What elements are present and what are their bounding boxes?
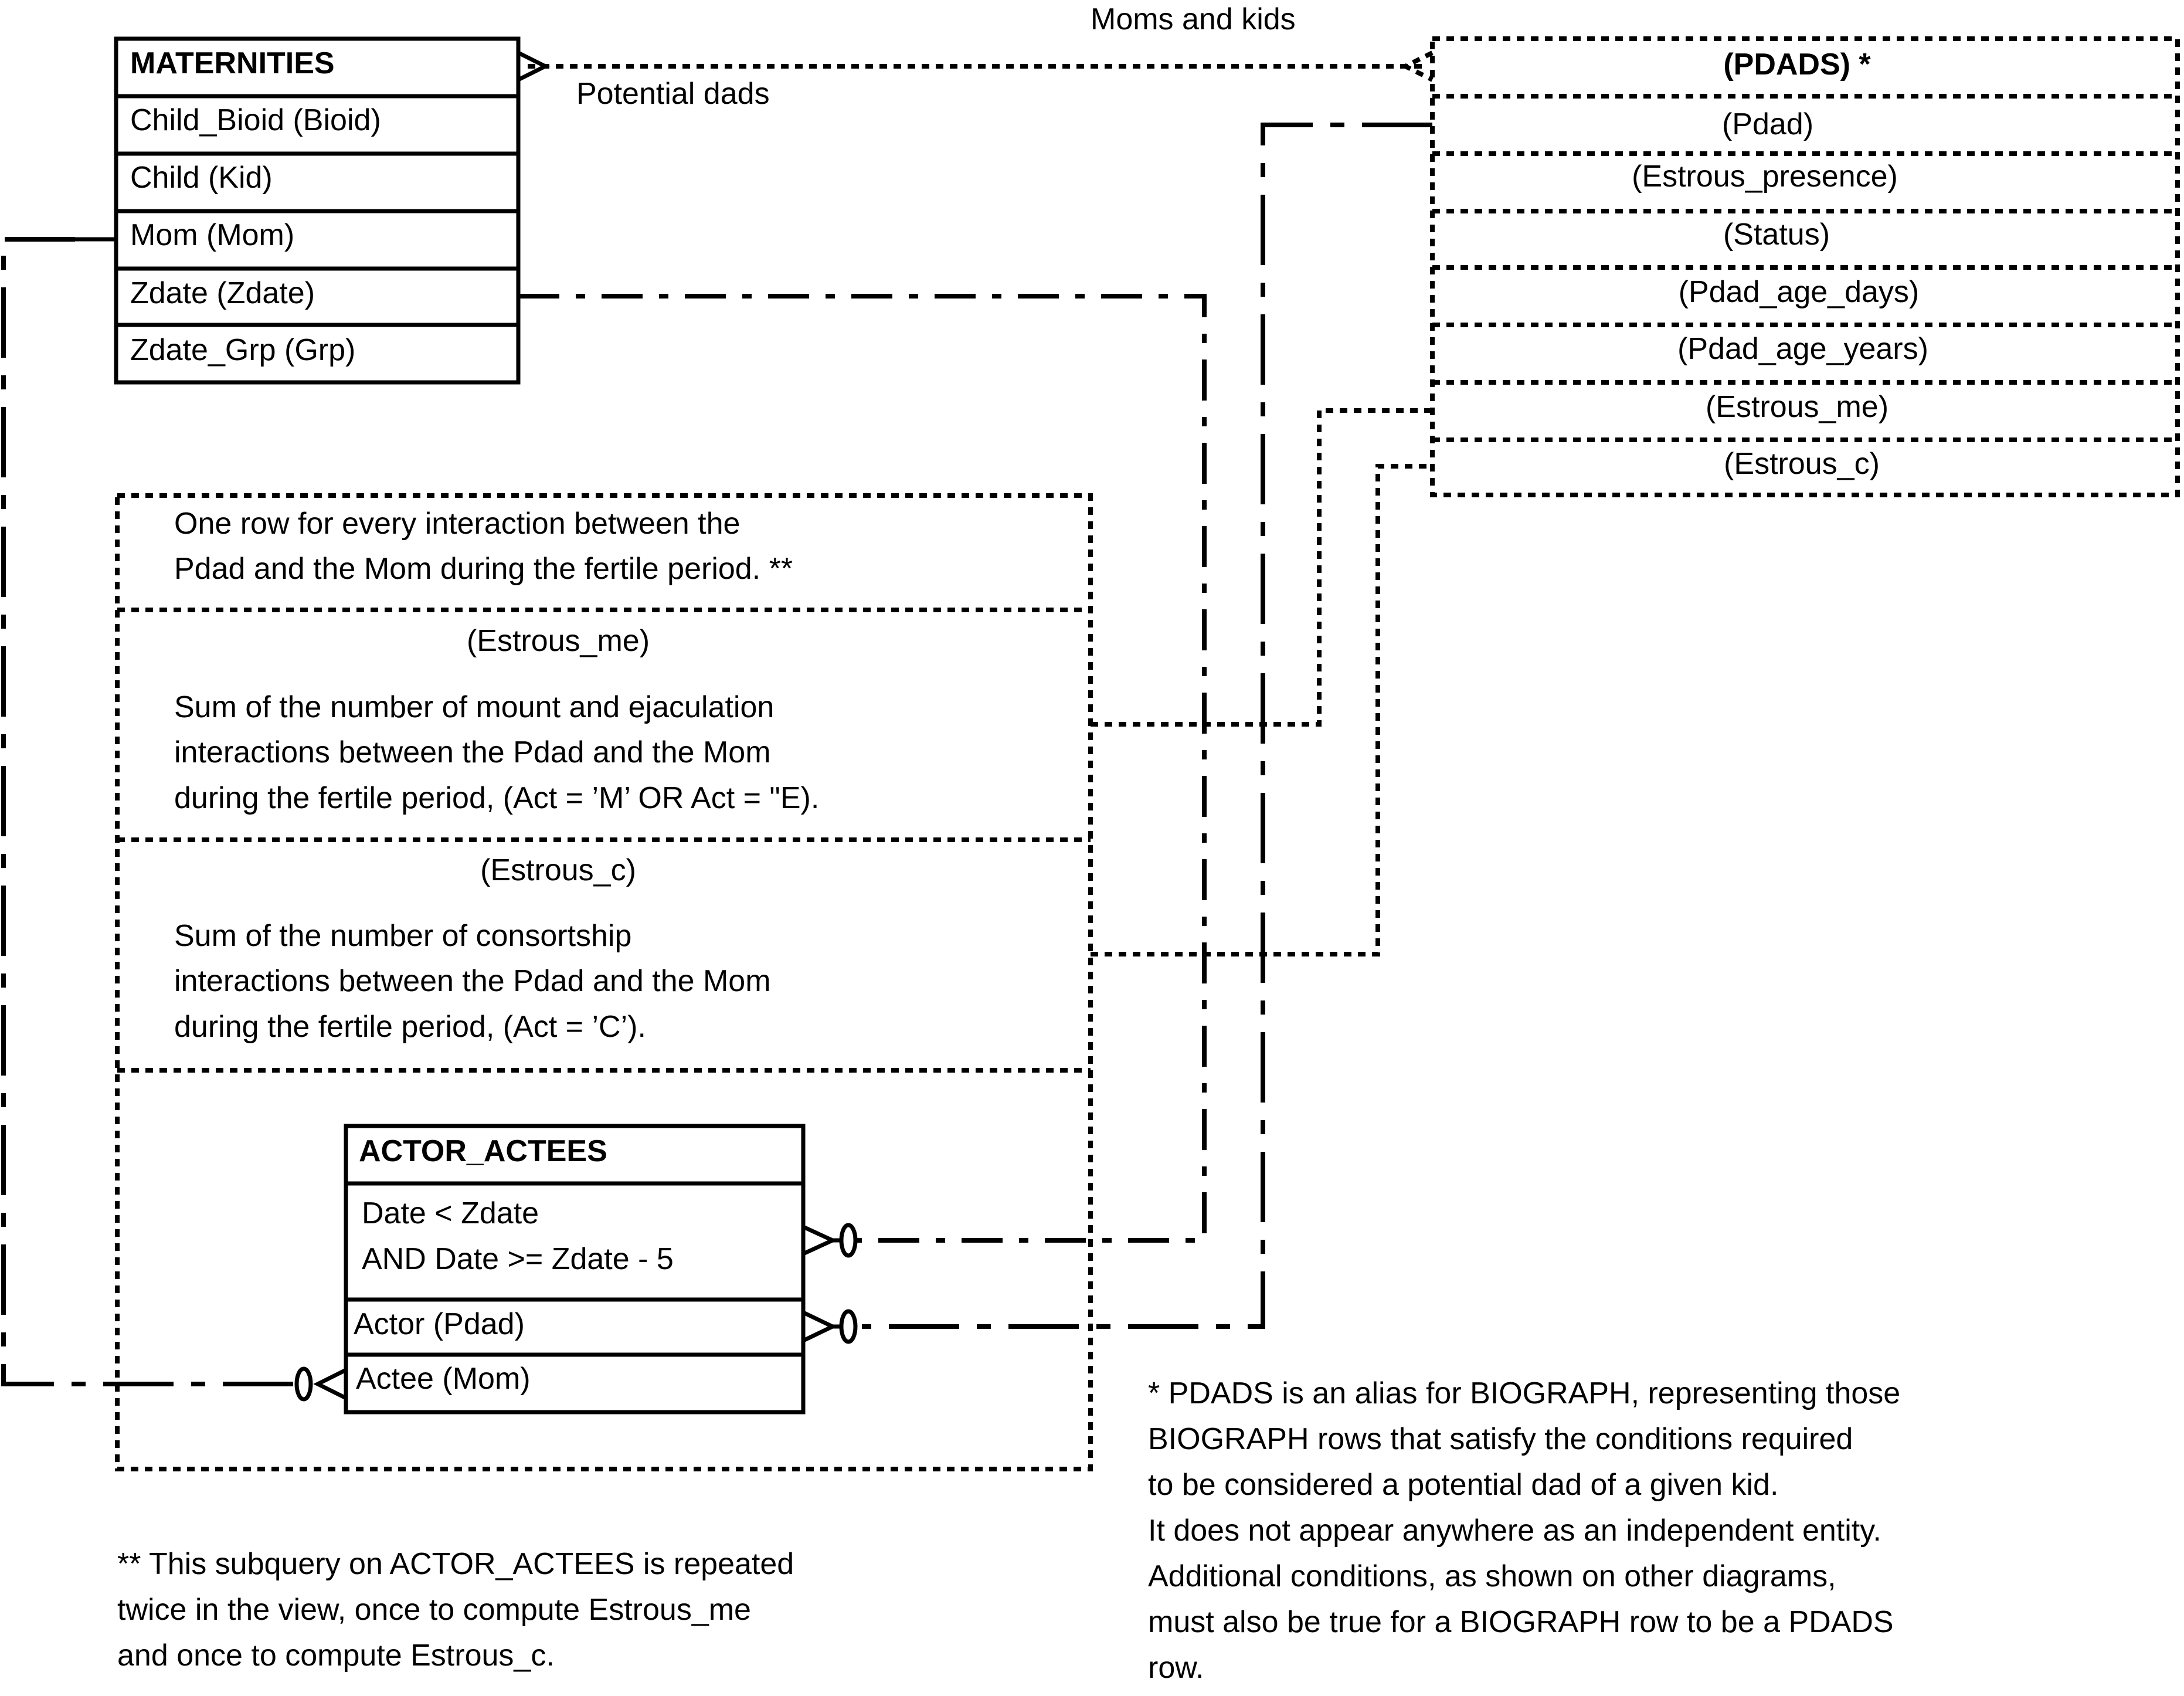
maternities-title: MATERNITIES	[130, 46, 335, 80]
pdads-note-line-5: Additional conditions, as shown on other…	[1148, 1559, 1836, 1593]
pdads-note-line-3: to be considered a potential dad of a gi…	[1148, 1468, 1778, 1502]
pdads-crowsfoot	[1400, 50, 1434, 82]
pdads-field-status: (Status)	[1723, 218, 1830, 252]
actor-crowsfoot	[802, 1310, 838, 1343]
subquery-estrous-c-title: (Estrous_c)	[480, 853, 636, 887]
estrous-c-connector	[1091, 464, 1432, 956]
pdads-title: (PDADS) *	[1723, 48, 1871, 82]
mom-to-actee-connector	[1, 237, 293, 1386]
date-condition-crowsfoot	[802, 1224, 838, 1256]
maternities-field-zdate: Zdate (Zdate)	[130, 276, 315, 310]
subquery-note-line-2: twice in the view, once to compute Estro…	[117, 1593, 751, 1627]
actor-optional-circle	[839, 1309, 858, 1344]
subquery-box	[115, 493, 1093, 1471]
maternities-table: MATERNITIES Child_Bioid (Bioid) Child (K…	[114, 36, 521, 385]
subquery-estrous-c-line-3: during the fertile period, (Act = ’C’).	[174, 1010, 646, 1044]
actee-optional-circle	[294, 1366, 313, 1402]
actor-actees-box	[344, 1124, 806, 1415]
actor-actees-condition-line-2: AND Date >= Zdate - 5	[362, 1242, 674, 1276]
actee-crowsfoot	[313, 1368, 347, 1400]
moms-and-kids-label: Moms and kids	[1091, 2, 1296, 36]
pdads-field-pdad: (Pdad)	[1722, 107, 1813, 141]
pdads-field-pdad-age-days: (Pdad_age_days)	[1679, 275, 1920, 309]
pdads-note-line-2: BIOGRAPH rows that satisfy the condition…	[1148, 1422, 1853, 1456]
pdads-note-line-1: * PDADS is an alias for BIOGRAPH, repres…	[1148, 1376, 1900, 1410]
pdads-field-estrous-presence: (Estrous_presence)	[1632, 160, 1898, 194]
subquery-repeat-note: ** This subquery on ACTOR_ACTEES is repe…	[117, 1547, 794, 1673]
pdads-note-line-7: row.	[1148, 1651, 1204, 1685]
actor-actees-condition-line-1: Date < Zdate	[362, 1196, 539, 1230]
subquery-estrous-c-line-2: interactions between the Pdad and the Mo…	[174, 964, 771, 998]
pdads-table: (PDADS) * (Pdad) (Estrous_presence) (Sta…	[1430, 36, 2180, 497]
zdate-to-date-condition-connector	[518, 294, 1207, 1243]
subquery-estrous-me-line-2: interactions between the Pdad and the Mo…	[174, 735, 771, 769]
maternities-field-child: Child (Kid)	[130, 161, 273, 195]
actor-actees-field-actee: Actee (Mom)	[356, 1362, 531, 1396]
potential-dads-label: Potential dads	[576, 77, 770, 111]
subquery-estrous-me-line-1: Sum of the number of mount and ejaculati…	[174, 690, 774, 724]
pdads-note-line-4: It does not appear anywhere as an indepe…	[1148, 1514, 1881, 1548]
subquery-note-line-3: and once to compute Estrous_c.	[117, 1639, 555, 1673]
pdads-alias-note: * PDADS is an alias for BIOGRAPH, repres…	[1148, 1376, 1900, 1685]
subquery-header-line-2: Pdad and the Mom during the fertile peri…	[174, 552, 793, 586]
pdads-note-line-6: must also be true for a BIOGRAPH row to …	[1148, 1605, 1894, 1639]
date-condition-optional-circle	[839, 1223, 858, 1258]
maternities-field-child-bioid: Child_Bioid (Bioid)	[130, 103, 381, 137]
subquery-header-line-1: One row for every interaction between th…	[174, 507, 740, 541]
pdads-field-estrous-c: (Estrous_c)	[1724, 447, 1880, 481]
subquery-container: One row for every interaction between th…	[115, 493, 1093, 1471]
maternities-crowsfoot	[517, 50, 550, 82]
subquery-estrous-me-line-3: during the fertile period, (Act = ’M’ OR…	[174, 781, 819, 815]
subquery-estrous-me-title: (Estrous_me)	[467, 624, 650, 658]
estrous-me-connector	[1091, 408, 1432, 727]
subquery-note-line-1: ** This subquery on ACTOR_ACTEES is repe…	[117, 1547, 794, 1581]
maternities-field-zdate-grp: Zdate_Grp (Grp)	[130, 333, 355, 367]
pdads-field-estrous-me: (Estrous_me)	[1706, 390, 1889, 424]
actor-actees-title: ACTOR_ACTEES	[359, 1134, 607, 1168]
subquery-estrous-c-line-1: Sum of the number of consortship	[174, 919, 631, 953]
maternities-field-mom: Mom (Mom)	[130, 218, 294, 252]
actor-actees-table: ACTOR_ACTEES Date < Zdate AND Date >= Zd…	[344, 1124, 806, 1415]
pdads-field-pdad-age-years: (Pdad_age_years)	[1677, 332, 1928, 366]
actor-actees-field-actor: Actor (Pdad)	[354, 1307, 525, 1341]
